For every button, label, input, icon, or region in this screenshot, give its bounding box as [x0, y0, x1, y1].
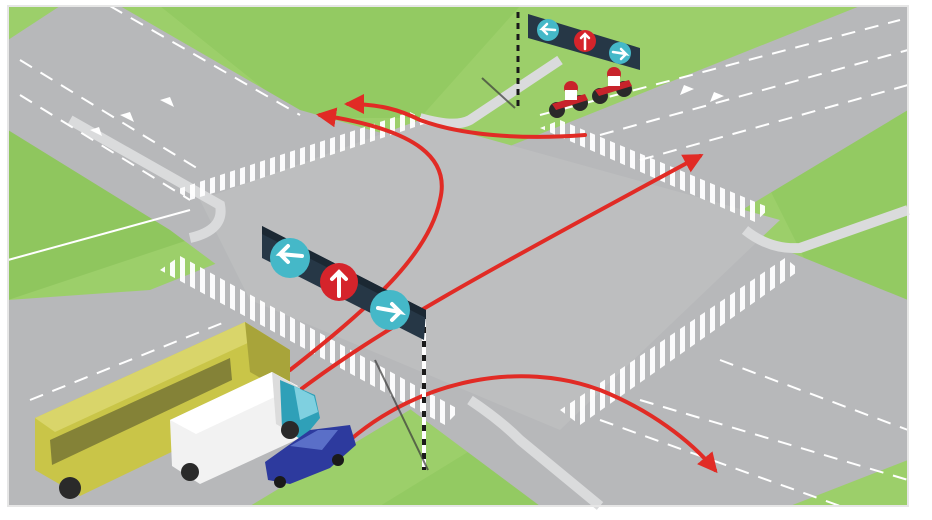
- image-frame: [7, 5, 909, 507]
- near-sign-shadow: [374, 359, 429, 471]
- straight-route: [298, 154, 704, 392]
- left-turn-route: [288, 107, 444, 372]
- far-sign-shadow: [481, 77, 516, 109]
- crosswalk-top-right: [540, 120, 770, 222]
- blue-car: [265, 425, 356, 488]
- near-sign: [262, 226, 429, 471]
- lane-arrows: [90, 85, 724, 136]
- lane-markings: [19, 5, 909, 507]
- lane-arrow-1: [90, 127, 102, 136]
- motorbike-2: [592, 67, 632, 104]
- lane-arrow-5: [710, 92, 724, 102]
- lane-arrow-2: [120, 112, 134, 122]
- curb-bottom: [467, 395, 604, 510]
- near-sign-left-arrow-icon: [270, 238, 310, 278]
- grass-left: [8, 128, 188, 300]
- lane-arrow-3: [160, 97, 174, 107]
- crosswalk-bottom-right: [560, 258, 800, 425]
- crosswalk-top-left: [175, 112, 430, 200]
- route-arrows: [288, 94, 718, 474]
- curb-right: [741, 205, 910, 254]
- curb-top: [418, 55, 563, 129]
- far-sign: [481, 12, 640, 110]
- far-straight-route: [344, 94, 587, 139]
- curb-left: [67, 115, 226, 243]
- grass-top: [160, 6, 520, 118]
- lane-arrow-4: [680, 85, 694, 95]
- lane-edge-left: [7, 209, 191, 261]
- intersection-centre: [200, 120, 780, 430]
- right-turn-route: [348, 374, 718, 474]
- motorbike-1: [549, 81, 588, 118]
- box-truck: [170, 372, 320, 484]
